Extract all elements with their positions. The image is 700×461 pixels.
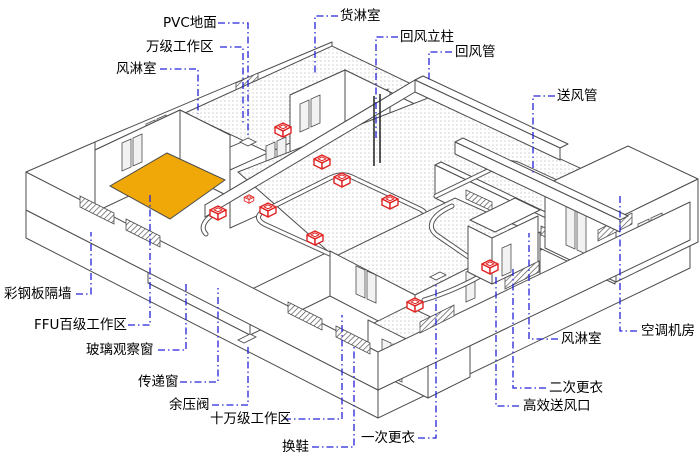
label-ahu-room: 空调机房 [641, 323, 695, 339]
leader-lines [76, 15, 637, 448]
label-return-air-column: 回风立柱 [400, 29, 454, 45]
label-class-10k-area: 万级工作区 [146, 39, 214, 55]
label-pressure-relief-valve: 余压阀 [169, 397, 210, 413]
label-air-shower-right: 风淋室 [561, 331, 602, 347]
label-ffu-class-100-area: FFU百级工作区 [34, 317, 127, 333]
label-supply-air-duct: 送风管 [557, 88, 598, 104]
return-air-columns [373, 94, 381, 166]
label-air-shower-left: 风淋室 [116, 61, 157, 77]
label-glass-window: 玻璃观察窗 [86, 342, 154, 358]
label-return-air-duct: 回风管 [455, 44, 496, 60]
label-first-changing-room: 一次更衣 [361, 430, 415, 446]
pressure-relief-valve-marker [236, 333, 258, 344]
label-shoe-change: 换鞋 [282, 439, 309, 455]
label-cargo-shower: 货淋室 [340, 8, 381, 24]
ffu-class100-floor [108, 152, 226, 220]
label-class-100k-area: 十万级工作区 [210, 411, 291, 427]
pvc-floor-marker [238, 137, 258, 147]
label-steel-panel-wall: 彩钢板隔墙 [4, 286, 72, 302]
label-hepa-supply-outlet: 高效送风口 [523, 398, 591, 414]
label-second-changing-room: 二次更衣 [549, 380, 603, 396]
label-pass-through-window: 传递窗 [138, 374, 179, 390]
supply-air-duct-beam [454, 137, 629, 233]
air-shower-room-right [467, 197, 541, 285]
label-pvc-floor: PVC地面 [163, 15, 217, 31]
return-air-duct-beam [204, 75, 569, 218]
first-change-marker [428, 271, 448, 281]
